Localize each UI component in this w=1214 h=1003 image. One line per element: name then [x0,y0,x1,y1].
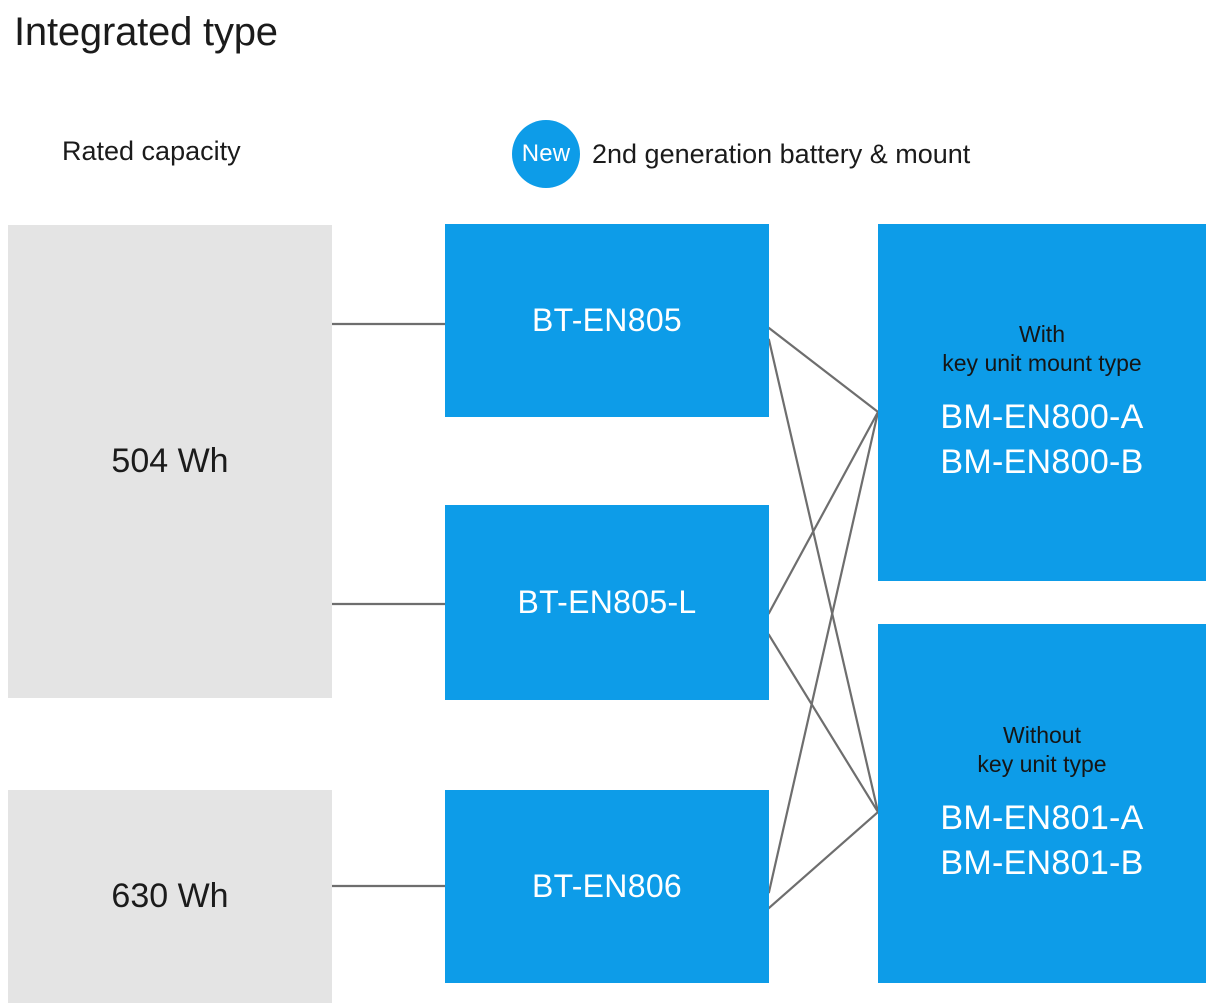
mount-model-bm-en801-b: BM-EN801-B [940,843,1144,882]
connector-bt806-bm801 [767,810,880,910]
column-header-generation-label: 2nd generation battery & mount [592,138,971,169]
battery-box-bt-en805-l: BT-EN805-L [445,505,769,700]
battery-box-bt-en805: BT-EN805 [445,224,769,417]
page-title: Integrated type [14,10,278,54]
connector-bt805-bm800 [767,326,880,414]
battery-box-bt-en806: BT-EN806 [445,790,769,983]
mount-box-bm-en801: Without key unit type BM-EN801-A BM-EN80… [878,624,1206,983]
capacity-label-504wh: 504 Wh [111,442,229,480]
capacity-label-630wh: 630 Wh [111,877,229,915]
capacity-box-504wh: 504 Wh [8,225,332,698]
mount-model-bm-en801-a: BM-EN801-A [940,798,1144,837]
mount-caption-bm-en800: With key unit mount type [942,320,1142,377]
mount-caption-bm-en801: Without key unit type [977,721,1107,778]
column-header-rated-capacity: Rated capacity [62,136,241,166]
connector-bt805-bm801 [767,338,880,814]
capacity-box-630wh: 630 Wh [8,790,332,1003]
battery-label-bt-en805: BT-EN805 [531,302,683,338]
mount-box-bm-en800: With key unit mount type BM-EN800-A BM-E… [878,224,1206,581]
connector-bt806-bm800 [767,410,880,894]
connector-bt805l-bm801 [767,633,880,814]
new-badge: New [512,120,580,188]
mount-model-bm-en800-b: BM-EN800-B [940,442,1144,481]
mount-model-bm-en800-a: BM-EN800-A [940,397,1144,436]
column-header-generation-group: New 2nd generation battery & mount [512,120,970,188]
battery-label-bt-en805-l: BT-EN805-L [517,584,697,620]
connector-bt805l-bm800 [767,410,880,615]
battery-label-bt-en806: BT-EN806 [531,868,683,904]
